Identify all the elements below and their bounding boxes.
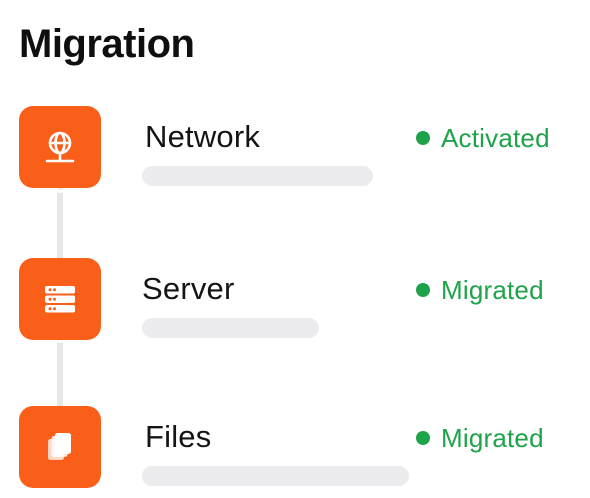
step-label: Files [145, 419, 212, 454]
status-indicator: Migrated [416, 274, 544, 306]
files-icon [19, 406, 101, 488]
migration-step-server[interactable]: Server Migrated [0, 256, 590, 346]
page-title: Migration [19, 22, 195, 66]
placeholder-bar [142, 166, 373, 186]
migration-step-files[interactable]: Files Migrated [0, 404, 590, 494]
status-dot-icon [416, 283, 430, 297]
step-label: Server [142, 271, 235, 306]
placeholder-bar [142, 466, 409, 486]
status-text: Activated [441, 123, 550, 153]
migration-step-network[interactable]: Network Activated [0, 104, 590, 194]
status-text: Migrated [441, 423, 544, 453]
status-text: Migrated [441, 275, 544, 305]
status-dot-icon [416, 131, 430, 145]
step-label: Network [145, 119, 261, 154]
status-indicator: Migrated [416, 422, 544, 454]
timeline-connector [57, 338, 63, 410]
placeholder-bar [142, 318, 319, 338]
timeline-connector [57, 188, 63, 260]
globe-network-icon [19, 106, 101, 188]
server-stack-icon [19, 258, 101, 340]
status-indicator: Activated [416, 122, 550, 154]
status-dot-icon [416, 431, 430, 445]
